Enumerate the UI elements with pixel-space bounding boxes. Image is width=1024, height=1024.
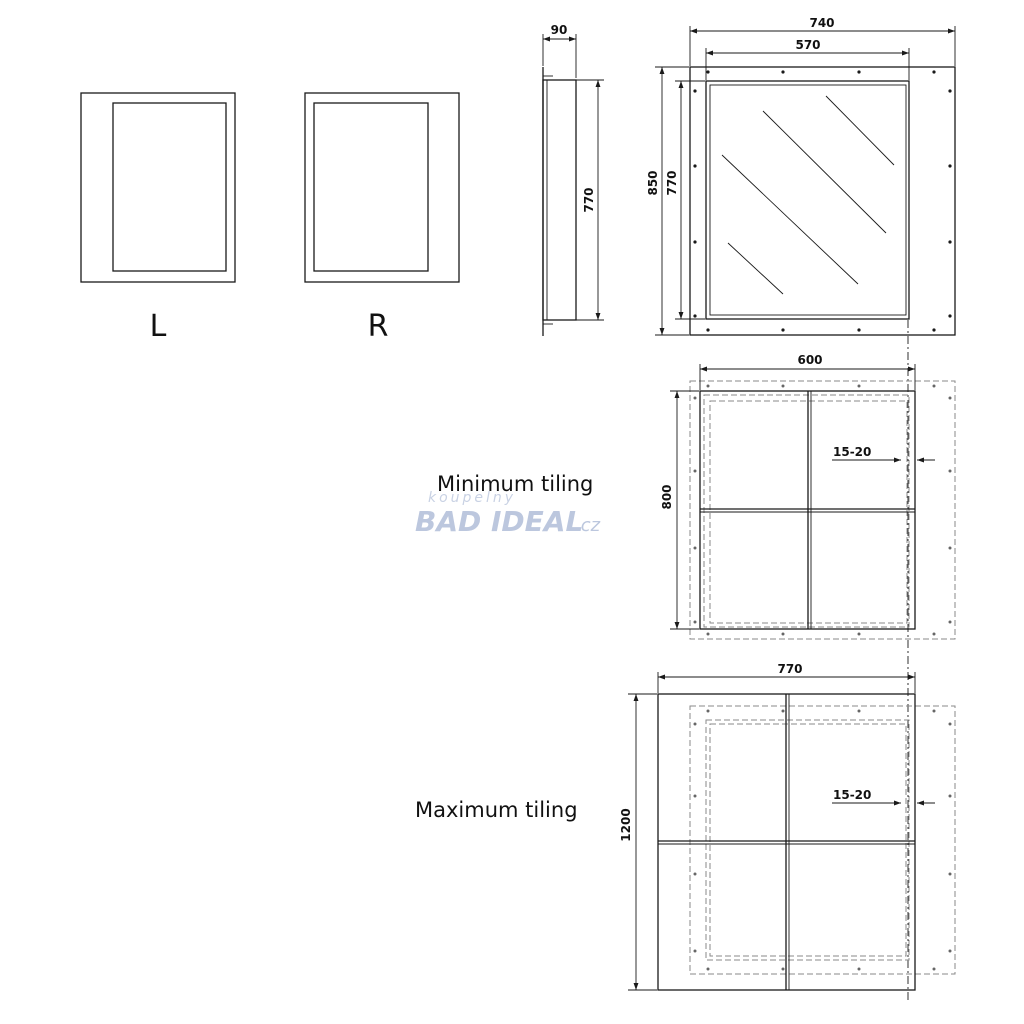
maximum-tiling-width-dimension: 770	[777, 662, 802, 676]
maximum-tiling-screws	[693, 709, 952, 971]
front-inner-width-dimension: 570	[795, 38, 820, 52]
minimum-tiling-caption: Minimum tiling	[437, 472, 593, 496]
side-height-dimension: 770	[582, 187, 596, 212]
variant-r-label: R	[368, 309, 389, 344]
watermark-line1: koupelny	[428, 490, 516, 506]
front-outer-width-dimension: 740	[809, 16, 834, 30]
variant-r-outline	[304, 92, 460, 283]
minimum-tiling-width-dimension: 600	[797, 353, 822, 367]
minimum-tiling-offset-dimension: 15-20	[833, 445, 871, 459]
minimum-tiling-height-dimension: 800	[660, 484, 674, 509]
side-depth-dimension: 90	[551, 23, 568, 37]
front-outer-height-dimension: 850	[646, 170, 660, 195]
front-inner-height-dimension: 770	[665, 170, 679, 195]
maximum-tiling-offset-dimension: 15-20	[833, 788, 871, 802]
watermark-logo: koupelny BAD IDEAL .cz	[415, 490, 601, 538]
maximum-tiling-view	[628, 672, 956, 991]
side-view	[542, 34, 604, 336]
minimum-tiling-view	[670, 364, 956, 640]
variant-l-label: L	[150, 309, 167, 344]
watermark-brand: BAD IDEAL	[415, 505, 583, 538]
maximum-tiling-height-dimension: 1200	[619, 808, 633, 841]
watermark-suffix: .cz	[575, 515, 601, 536]
variant-l-outline	[80, 92, 236, 283]
front-view	[655, 26, 956, 1000]
minimum-tiling-screws	[693, 384, 952, 636]
maximum-tiling-caption: Maximum tiling	[415, 798, 578, 822]
front-view-screws	[693, 70, 952, 332]
